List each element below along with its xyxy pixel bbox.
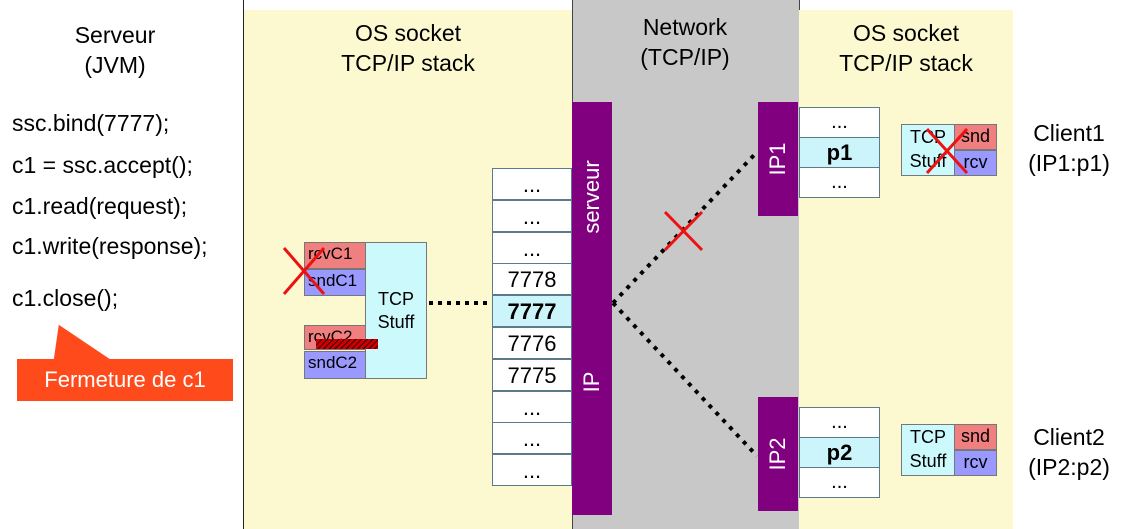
- client1-name: Client1: [1033, 120, 1105, 146]
- c2-port-cell: p2: [799, 437, 880, 468]
- tcp-stuff-label: TCP Stuff: [368, 288, 424, 334]
- client2-address: (IP2:p2): [1028, 454, 1110, 480]
- link-to-client2: [611, 301, 759, 458]
- os-right-title-line1: OS socket: [852, 20, 960, 46]
- tcp-stuff-box: [365, 242, 427, 379]
- client1-address: (IP1:p1): [1028, 150, 1110, 176]
- client1-label: Client1 (IP1:p1): [1013, 118, 1123, 178]
- port-cell: 7777: [492, 295, 572, 328]
- client1-ip-bar: IP1: [758, 102, 798, 216]
- hatched-marker: [316, 339, 378, 349]
- jvm-panel: [0, 0, 244, 529]
- code-line-read: c1.read(request);: [12, 193, 188, 219]
- client2-tcp-line1: TCP: [910, 427, 946, 447]
- server-title-line1: Serveur: [74, 22, 156, 48]
- callout-text: Fermeture de c1: [44, 367, 206, 392]
- link-to-client1: [611, 150, 759, 305]
- port-cell: ...: [492, 168, 572, 200]
- port-cell: 7778: [492, 263, 572, 296]
- callout-shape: [15, 321, 235, 403]
- network-links: [611, 150, 759, 458]
- c1-port-cell: ...: [799, 167, 880, 198]
- client2-tcp-stuff: TCP Stuff: [901, 424, 955, 476]
- code-line-bind: ssc.bind(7777);: [12, 110, 170, 136]
- c2-port-cell: ...: [799, 407, 880, 438]
- code-line-close: c1.close();: [12, 285, 119, 311]
- c2-port-cell: ...: [799, 467, 880, 498]
- client1-rcv-buffer: rcv: [954, 150, 997, 176]
- os-left-title: OS socket TCP/IP stack: [244, 18, 572, 78]
- os-left-title-line1: OS socket: [354, 20, 462, 46]
- client2-ip-bar: IP2: [758, 397, 798, 511]
- port-cell: ...: [492, 231, 572, 264]
- client2-label: Client2 (IP2:p2): [1013, 422, 1123, 482]
- port-cell: ...: [492, 454, 572, 487]
- client1-closed-cross-icon: [925, 127, 969, 175]
- port-cell: 7776: [492, 327, 572, 359]
- client2-name: Client2: [1033, 424, 1105, 450]
- os-right-title: OS socket TCP/IP stack: [799, 18, 1013, 78]
- client2-rcv-buffer: rcv: [954, 450, 997, 476]
- server-title: Serveur (JVM): [0, 20, 230, 80]
- server-ip-bar: serveur IP: [572, 102, 612, 515]
- tcp-stuff-line1: TCP: [378, 289, 414, 309]
- c1-port-cell: p1: [799, 137, 880, 168]
- port-cell: ...: [492, 390, 572, 423]
- port-cell: ...: [492, 199, 572, 232]
- os-left-title-line2: TCP/IP stack: [341, 50, 475, 76]
- client2-snd-buffer: snd: [954, 424, 997, 450]
- link-tcp-to-port: [429, 301, 491, 305]
- rcv-buffer-c1: rcvC1: [304, 242, 366, 269]
- os-right-title-line2: TCP/IP stack: [839, 50, 973, 76]
- port-cell: 7775: [492, 358, 572, 391]
- closed-connection-cross-icon: [282, 247, 326, 295]
- network-title-line1: Network: [642, 14, 728, 40]
- port-cell: ...: [492, 422, 572, 455]
- code-line-write: c1.write(response);: [12, 233, 208, 259]
- server-title-line2: (JVM): [84, 52, 146, 78]
- network-title-line2: (TCP/IP): [640, 44, 730, 70]
- broken-link-cross-icon: [663, 210, 704, 252]
- network-title: Network (TCP/IP): [572, 12, 798, 72]
- client2-tcp-line2: Stuff: [909, 451, 947, 471]
- client1-tcp-line2: Stuff: [909, 151, 947, 171]
- tcp-stuff-line2: Stuff: [377, 312, 415, 332]
- code-line-accept: c1 = ssc.accept();: [12, 152, 193, 178]
- c1-port-cell: ...: [799, 107, 880, 138]
- snd-buffer-c2: sndC2: [304, 351, 366, 379]
